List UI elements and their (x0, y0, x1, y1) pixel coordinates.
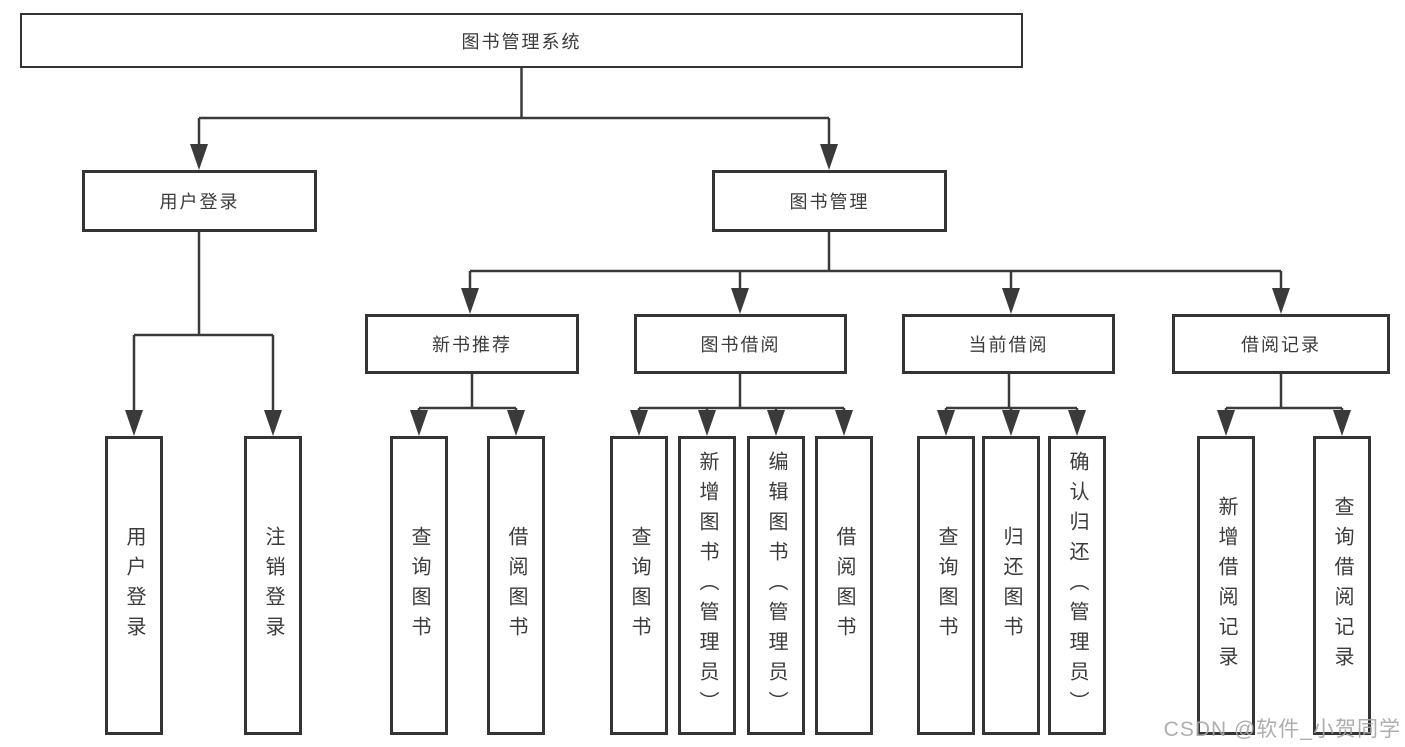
node-label: 借阅图书 (505, 525, 527, 646)
node-label: 借阅图书 (833, 525, 855, 646)
node-label: 查询图书 (935, 525, 957, 646)
leaf-borrow-books: 借阅图书 (487, 436, 545, 735)
node-label: 确认归还（管理员） (1066, 450, 1088, 721)
arrow-down-icon (190, 144, 208, 170)
arrow-down-icon (1217, 410, 1235, 436)
node-label: 用户登录 (159, 192, 240, 212)
arrow-down-icon (698, 410, 716, 436)
leaf-query-books: 查询图书 (610, 436, 668, 735)
leaf-query-books: 查询图书 (390, 436, 448, 735)
arrow-down-icon (820, 144, 838, 170)
node-system-root: 图书管理系统 (20, 13, 1023, 68)
node-label: 图书借阅 (700, 335, 781, 355)
arrow-down-icon (835, 410, 853, 436)
node-label: 当前借阅 (968, 335, 1049, 355)
node-label: 新增借阅记录 (1215, 495, 1237, 676)
node-label: 归还图书 (1000, 525, 1022, 646)
node-label: 新增图书（管理员） (696, 450, 718, 721)
arrow-down-icon (767, 410, 785, 436)
node-label: 查询图书 (628, 525, 650, 646)
arrow-down-icon (507, 410, 525, 436)
leaf-add-books-admin: 新增图书（管理员） (678, 436, 736, 735)
leaf-borrow-books: 借阅图书 (815, 436, 873, 735)
node-label: 借阅记录 (1241, 335, 1321, 355)
leaf-confirm-return-admin: 确认归还（管理员） (1048, 436, 1106, 735)
leaf-query-borrow-record: 查询借阅记录 (1313, 436, 1371, 735)
leaf-user-login: 用户登录 (105, 436, 163, 735)
node-borrow-records: 借阅记录 (1172, 314, 1390, 374)
arrow-down-icon (1002, 288, 1020, 314)
leaf-query-books: 查询图书 (917, 436, 975, 735)
node-label: 查询图书 (408, 525, 430, 646)
arrow-down-icon (1068, 410, 1086, 436)
leaf-edit-books-admin: 编辑图书（管理员） (747, 436, 805, 735)
arrow-down-icon (937, 410, 955, 436)
node-label: 图书管理系统 (461, 31, 582, 52)
arrowheads (125, 144, 1351, 436)
arrow-down-icon (264, 410, 282, 436)
arrow-down-icon (1002, 410, 1020, 436)
node-label: 新书推荐 (432, 335, 512, 355)
node-user-login: 用户登录 (82, 170, 317, 232)
node-label: 图书管理 (789, 192, 870, 212)
node-current-borrow: 当前借阅 (902, 314, 1115, 374)
arrow-down-icon (461, 288, 479, 314)
csdn-watermark: CSDN @软件_小贺同学 (1163, 718, 1401, 741)
arrow-down-icon (731, 288, 749, 314)
arrow-down-icon (1333, 410, 1351, 436)
arrow-down-icon (125, 410, 143, 436)
leaf-logout: 注销登录 (244, 436, 302, 735)
arrow-down-icon (410, 410, 428, 436)
node-label: 用户登录 (123, 525, 145, 646)
node-label: 注销登录 (262, 525, 284, 646)
node-label: 查询借阅记录 (1331, 495, 1353, 676)
node-label: 编辑图书（管理员） (765, 450, 787, 721)
node-book-management: 图书管理 (712, 170, 947, 232)
arrow-down-icon (630, 410, 648, 436)
node-new-book-recommend: 新书推荐 (365, 314, 579, 374)
arrow-down-icon (1272, 288, 1290, 314)
leaf-add-borrow-record: 新增借阅记录 (1197, 436, 1255, 735)
node-book-borrow: 图书借阅 (634, 314, 847, 374)
leaf-return-books: 归还图书 (982, 436, 1040, 735)
